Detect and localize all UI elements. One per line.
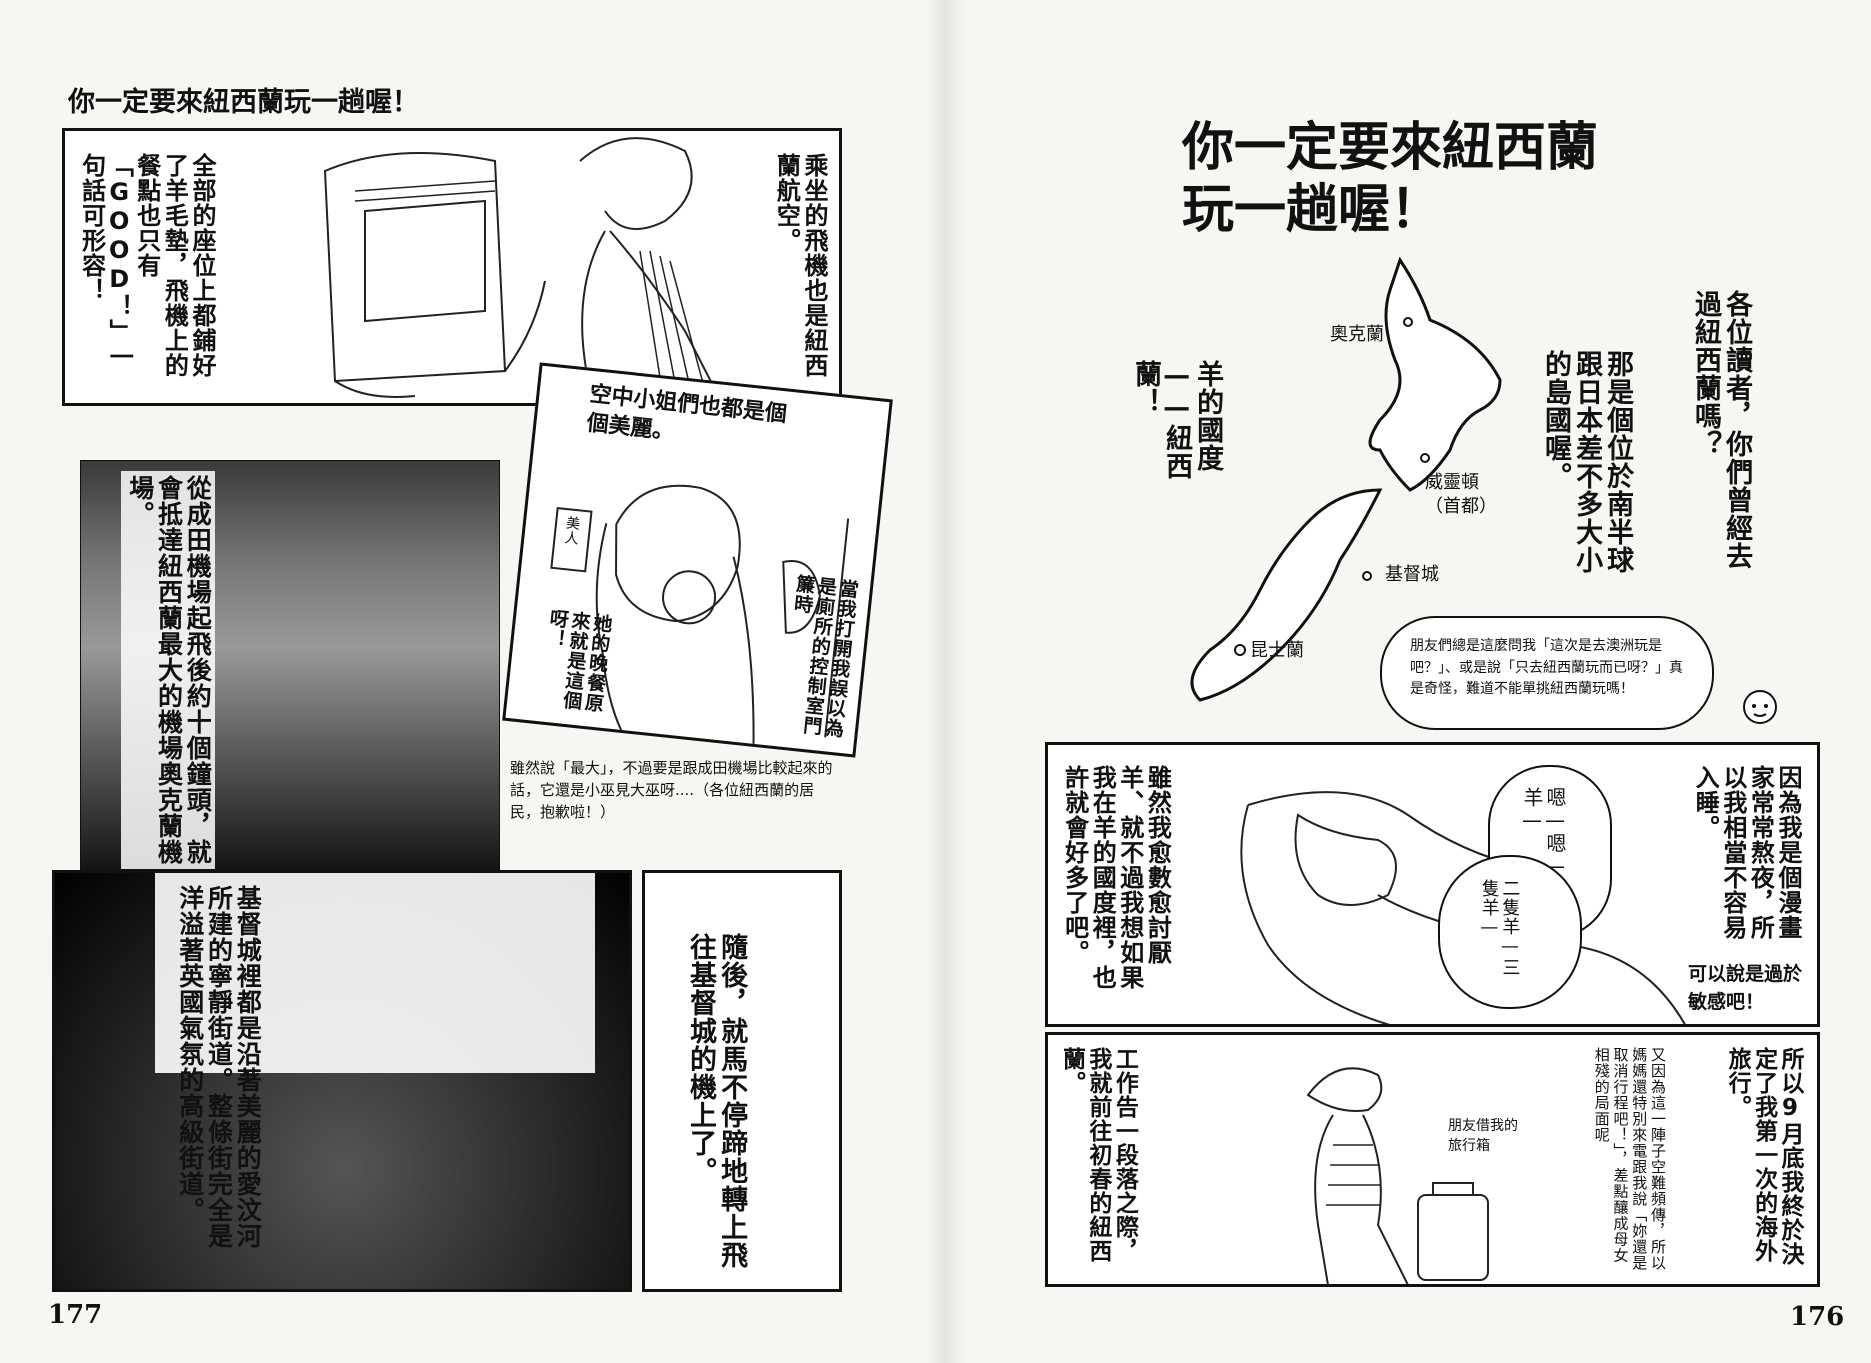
panel4-caption: 基督城裡都是沿著美麗的愛汶河所建的寧靜街道。整條街完全是洋溢著英國氣氛的高級街道… xyxy=(175,885,263,1249)
speech-bubble-two-sheep: 二隻羊—三隻羊— xyxy=(1438,855,1582,1009)
auckland-marker xyxy=(1403,317,1413,327)
panel-christchurch-photo: 基督城裡都是沿著美麗的愛汶河所建的寧靜街道。整條街完全是洋溢著英國氣氛的高級街道… xyxy=(52,870,632,1292)
panel-transfer: 隨後，就馬不停蹄地轉上飛往基督城的機上了。 xyxy=(642,870,842,1292)
author-face-icon xyxy=(1743,690,1777,724)
traveler-illustration xyxy=(1306,1067,1489,1284)
intro-island: 那是個位於南半球跟日本差不多大小的島國喔。 xyxy=(1540,350,1634,574)
panel1-caption-b: 全部的座位上都鋪好了羊毛墊，飛機上的餐點也只有「GOOD！」一句話可形容！ xyxy=(77,153,216,378)
intro-question: 各位讀者，你們曾經去過紐西蘭嗎？ xyxy=(1690,290,1753,570)
map-label-wellington: 威靈頓 xyxy=(1425,472,1479,493)
thought-bubble-text: 朋友們總是這麼問我「這次是去澳洲玩是吧？」、或是說「只去紐西蘭玩而已呀？」真是奇… xyxy=(1410,638,1683,698)
panel-trip-caption-a: 所以9月底我終於決定了我第一次的海外旅行。 xyxy=(1724,1047,1803,1266)
map-label-capital: （首都） xyxy=(1425,496,1497,517)
wellington-marker xyxy=(1420,453,1430,463)
panel-trip: 所以9月底我終於決定了我第一次的海外旅行。 又因為這一陣子空難頻傳，所以媽媽還特… xyxy=(1045,1032,1820,1287)
panel-sleeping-caption-a: 因為我是個漫畫家常常熬夜，所以我相當不容易入睡。 xyxy=(1691,765,1802,940)
map-label-auckland: 奧克蘭 xyxy=(1330,324,1384,345)
panel1-caption-a: 乘坐的飛機也是紐西蘭航空。 xyxy=(772,153,828,378)
left-header: 你一定要來紐西蘭玩一趟喔！ xyxy=(68,87,419,118)
panel-sleeping: 嗯—嗯—一隻羊— 二隻羊—三隻羊— 因為我是個漫畫家常常熬夜，所以我相當不容易入… xyxy=(1045,742,1820,1027)
thought-bubble: 朋友們總是這麼問我「這次是去澳洲玩是吧？」、或是說「只去紐西蘭玩而已呀？」真是奇… xyxy=(1380,616,1714,730)
queenstown-marker xyxy=(1234,644,1246,656)
panel3-caption-b: 她的晚餐原來就是這個呀！ xyxy=(543,607,614,714)
stewardess-illustration xyxy=(550,484,850,750)
new-zealand-map xyxy=(1190,256,1502,702)
map-label-christchurch: 基督城 xyxy=(1385,564,1439,585)
right-title-line1: 你一定要來紐西蘭 xyxy=(1182,118,1599,178)
intro-sheep-country: 羊的國度——紐西蘭！ xyxy=(1130,360,1224,480)
panel2-footnote: 雖然說「最大」，不過要是跟成田機場比較起來的話，它還是小巫見大巫呀....（各位… xyxy=(510,759,833,821)
panel-stewardess: 美人 空中小姐們也都是個個美麗。 當我打開我誤以為是廁所的控制室門簾時 她的晚餐… xyxy=(502,362,893,758)
panel-sleeping-caption-b: 雖然我愈數愈討厭羊、就不過我想如果我在羊的國度裡，也許就會好多了吧。 xyxy=(1060,765,1172,990)
luggage-label: 朋友借我的旅行箱 xyxy=(1448,1118,1518,1154)
map-label-queenstown: 昆士蘭 xyxy=(1250,640,1304,661)
left-page-number: 177 xyxy=(48,1300,103,1330)
panel-airport-photo: 從成田機場起飛後約十個鐘頭，就會抵達紐西蘭最大的機場奧克蘭機場。 xyxy=(80,460,500,875)
christchurch-marker xyxy=(1362,571,1372,581)
panel5-caption: 隨後，就馬不停蹄地轉上飛往基督城的機上了。 xyxy=(685,933,748,1269)
photo-sky xyxy=(155,873,595,1073)
panel-trip-caption-c: 工作告一段落之際，我就前往初春的紐西蘭。 xyxy=(1058,1047,1138,1263)
panel2-caption: 從成田機場起飛後約十個鐘頭，就會抵達紐西蘭最大的機場奧克蘭機場。 xyxy=(121,471,216,869)
right-page-number: 176 xyxy=(1790,1302,1845,1332)
panel-trip-caption-b: 又因為這一陣子空難頻傳，所以媽媽還特別來電跟我說「妳還是取消行程吧！」，差點釀成… xyxy=(1592,1047,1667,1271)
panel-sleeping-note: 可以說是過於敏感吧！ xyxy=(1688,963,1803,1013)
panel-airplane-seat: 乘坐的飛機也是紐西蘭航空。 全部的座位上都鋪好了羊毛墊，飛機上的餐點也只有「GO… xyxy=(62,128,842,406)
bubble-two-sheep-text: 二隻羊—三隻羊— xyxy=(1478,879,1521,977)
page-gutter xyxy=(925,0,965,1363)
right-title-line2: 玩一趟喔！ xyxy=(1182,180,1443,240)
